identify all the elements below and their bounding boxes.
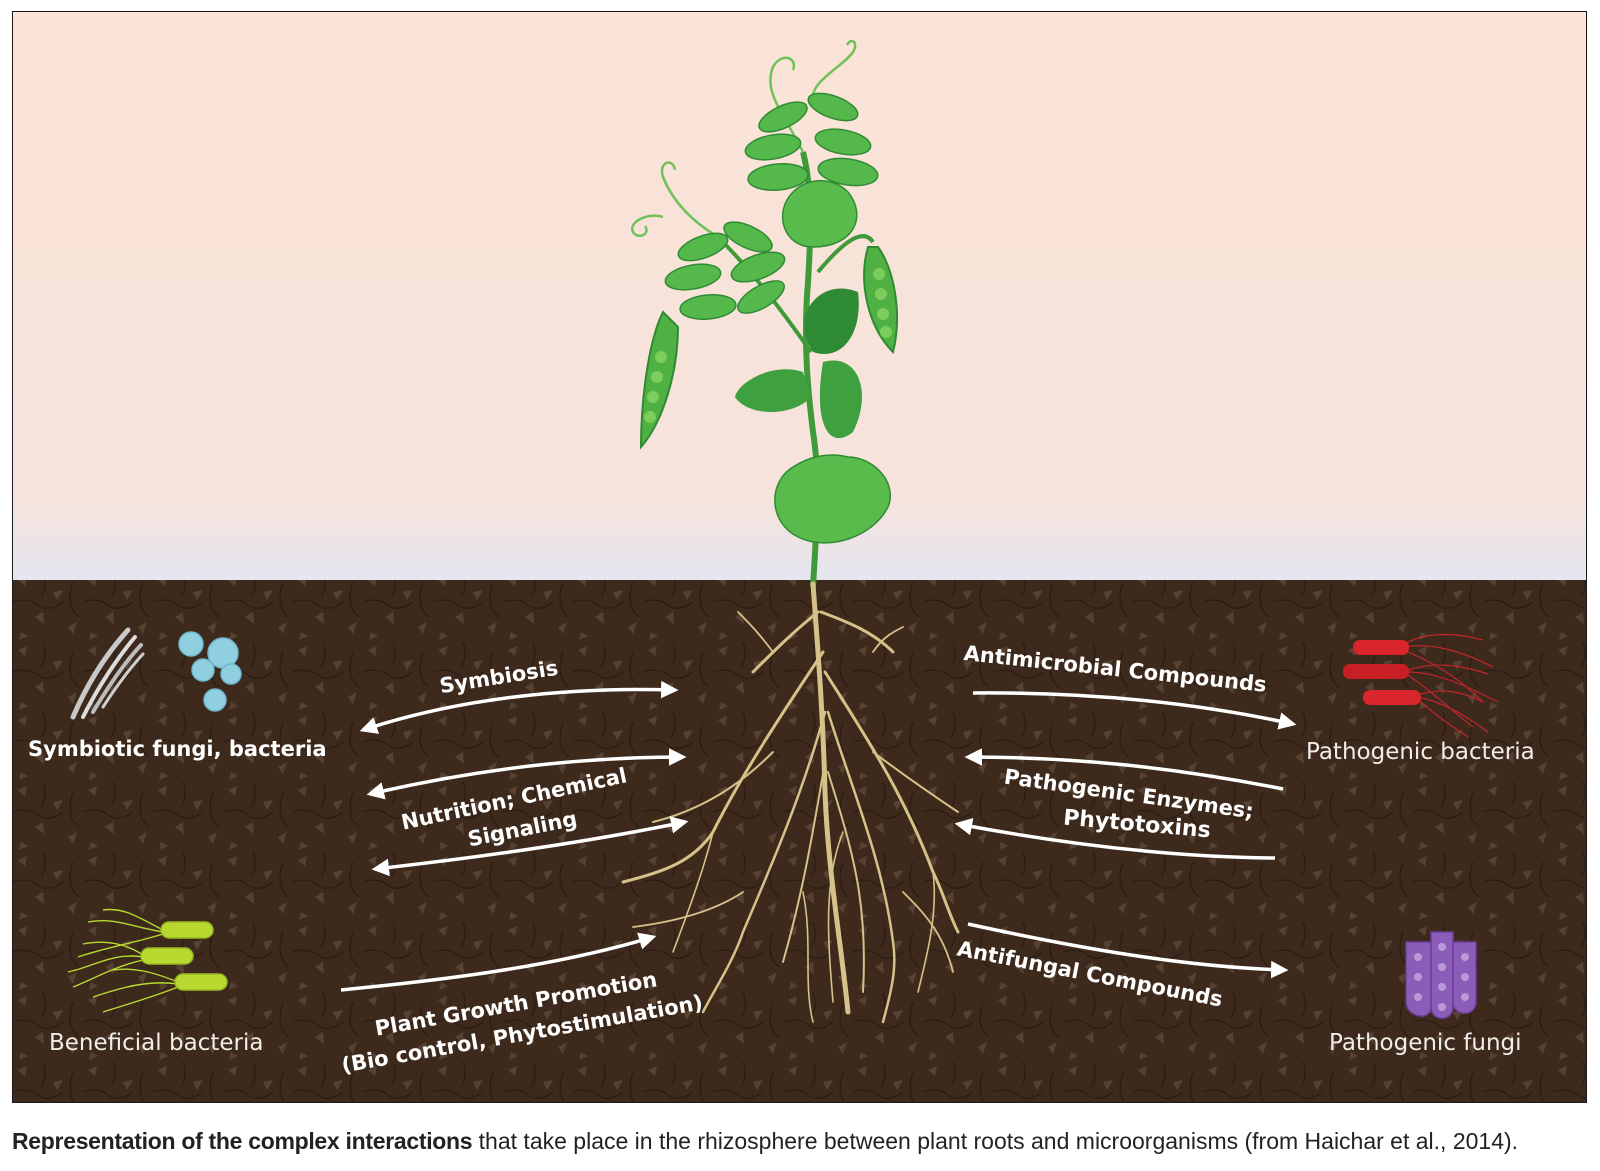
- interaction-arrows: [340, 680, 1297, 992]
- growth-promotion-arrow: [340, 932, 657, 992]
- antifungal-arrow: [967, 922, 1289, 979]
- beneficial-label: Beneficial bacteria: [49, 1030, 264, 1056]
- phytotoxins-arrow: [954, 818, 1276, 860]
- symbiotic-label: Symbiotic fungi, bacteria: [28, 737, 327, 761]
- beneficial-bacteria-illustration: [67, 908, 228, 1013]
- rhizosphere-figure: Symbiotic fungi, bacteria Beneficial bac…: [12, 11, 1587, 1103]
- nutrition-arrow: [366, 748, 687, 800]
- caption-bold: Representation of the complex interactio…: [12, 1128, 473, 1154]
- figure-artwork: [13, 12, 1586, 1102]
- pathogenic-fungi-illustration: [1405, 931, 1477, 1019]
- pathogenic-bacteria-illustration: [1343, 633, 1499, 738]
- antimicrobial-arrow: [972, 691, 1297, 730]
- symbiosis-arrow: [359, 680, 679, 734]
- pea-plant: [631, 39, 899, 588]
- enzymes-arrow: [964, 748, 1284, 791]
- symbiotic-fungi-illustration: [70, 627, 145, 720]
- signaling-arrow: [371, 816, 689, 877]
- symbiotic-bacteria-illustration: [178, 631, 242, 712]
- pathogenic-bacteria-label: Pathogenic bacteria: [1306, 739, 1535, 765]
- soil-background: [13, 580, 1586, 1102]
- figure-caption: Representation of the complex interactio…: [12, 1128, 1518, 1155]
- pathogenic-fungi-label: Pathogenic fungi: [1329, 1030, 1522, 1056]
- caption-rest: that take place in the rhizosphere betwe…: [472, 1128, 1519, 1154]
